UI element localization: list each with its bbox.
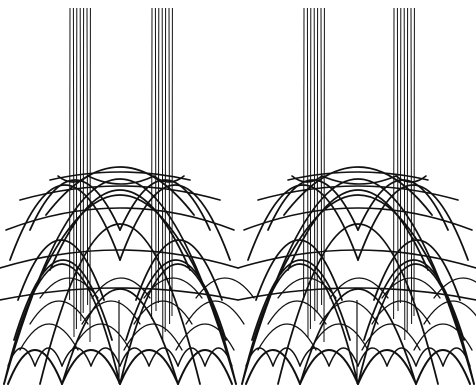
inner-arc: [310, 324, 368, 350]
lattice-arc: [268, 195, 448, 300]
cusp-arc: [246, 350, 300, 384]
top-scallop: [88, 176, 154, 184]
inner-arc: [30, 301, 88, 324]
vertical-line: [169, 8, 170, 324]
vertical-line: [155, 8, 156, 311]
inner-arc: [82, 301, 140, 324]
vertical-line: [80, 8, 81, 321]
vertical-line: [321, 8, 322, 305]
cusp-arc: [178, 350, 232, 384]
inner-arc: [258, 324, 316, 350]
cusp-arc: [416, 350, 470, 384]
left-panel: [0, 8, 254, 384]
vertical-line: [314, 8, 315, 321]
vertical-line: [411, 8, 412, 324]
vertical-line: [73, 8, 74, 337]
inner-arc: [362, 324, 420, 350]
inner-arc: [124, 324, 182, 350]
band-arc: [20, 186, 220, 200]
inner-arc: [72, 324, 130, 350]
top-scallop: [322, 176, 396, 184]
lattice-arc: [30, 195, 210, 300]
band-arc: [258, 186, 458, 200]
right-panel: [238, 8, 476, 384]
inner-arc: [320, 301, 378, 324]
inner-arc: [20, 324, 78, 350]
cusp-arc: [8, 350, 62, 384]
